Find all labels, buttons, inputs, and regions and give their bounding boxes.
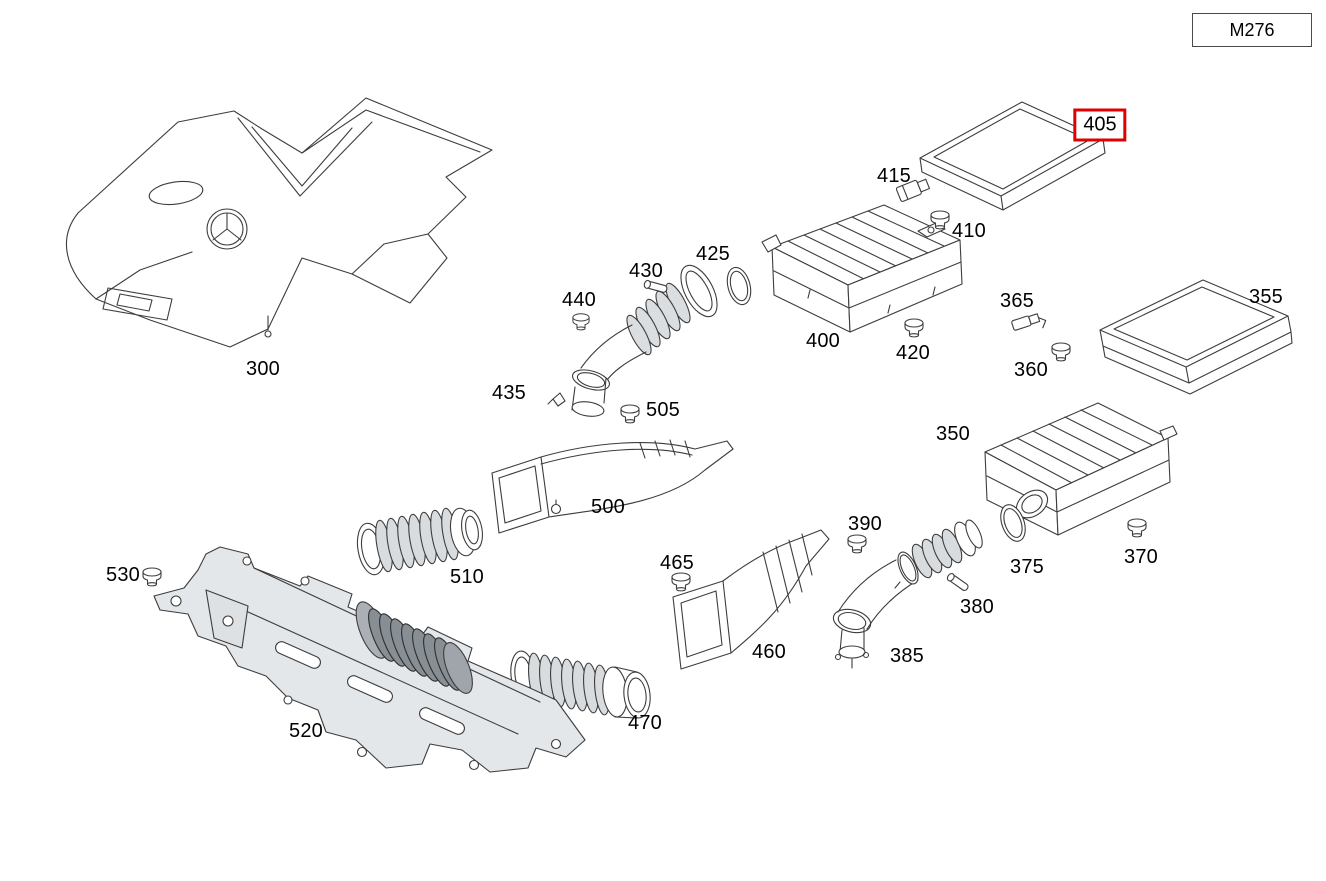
part-callout-405[interactable]: 405 xyxy=(1073,108,1127,142)
part-label-350[interactable]: 350 xyxy=(936,423,970,445)
part-label-355[interactable]: 355 xyxy=(1249,286,1283,308)
part-label-385[interactable]: 385 xyxy=(890,645,924,667)
model-code-badge: M276 xyxy=(1192,13,1312,47)
part-drawing-grommet-420[interactable] xyxy=(904,318,924,338)
part-label-500[interactable]: 500 xyxy=(591,496,625,518)
part-label-415[interactable]: 415 xyxy=(877,165,911,187)
part-label-380[interactable]: 380 xyxy=(960,596,994,618)
part-label-530[interactable]: 530 xyxy=(106,564,140,586)
part-label-470[interactable]: 470 xyxy=(628,712,662,734)
part-label-375[interactable]: 375 xyxy=(1010,556,1044,578)
part-drawing-clip-440[interactable] xyxy=(572,313,590,331)
part-drawing-grommet-530[interactable] xyxy=(142,567,162,587)
part-drawing-oring-425[interactable] xyxy=(723,265,754,307)
part-drawing-intake-pipe-385[interactable] xyxy=(831,518,986,669)
part-label-520[interactable]: 520 xyxy=(289,720,323,742)
part-drawing-grommet-390[interactable] xyxy=(847,534,867,554)
part-label-510[interactable]: 510 xyxy=(450,566,484,588)
part-drawing-air-filter-355[interactable] xyxy=(1099,279,1293,395)
part-drawing-sensor-415[interactable] xyxy=(895,176,931,202)
part-label-425[interactable]: 425 xyxy=(696,243,730,265)
part-drawing-grommet-370[interactable] xyxy=(1127,518,1147,538)
part-label-365[interactable]: 365 xyxy=(1000,290,1034,312)
part-drawing-grommet-465[interactable] xyxy=(671,572,691,592)
part-drawing-filter-housing-400[interactable] xyxy=(761,204,963,333)
part-drawing-fitting-365[interactable] xyxy=(1011,311,1047,336)
part-label-300[interactable]: 300 xyxy=(246,358,280,380)
part-drawing-carrier-520[interactable] xyxy=(153,546,586,773)
part-drawing-intake-duct-435[interactable] xyxy=(547,260,725,418)
part-label-440[interactable]: 440 xyxy=(562,289,596,311)
part-label-460[interactable]: 460 xyxy=(752,641,786,663)
part-drawing-grommet-505[interactable] xyxy=(620,404,640,424)
part-label-410[interactable]: 410 xyxy=(952,220,986,242)
part-drawing-grommet-360[interactable] xyxy=(1051,342,1071,362)
part-drawing-engine-cover-300[interactable] xyxy=(65,97,493,348)
part-drawing-air-duct-460[interactable] xyxy=(672,529,830,670)
part-label-465[interactable]: 465 xyxy=(660,552,694,574)
part-label-420[interactable]: 420 xyxy=(896,342,930,364)
part-drawing-air-duct-500[interactable] xyxy=(491,439,734,534)
part-drawing-bolt-380[interactable] xyxy=(946,572,969,592)
part-label-400[interactable]: 400 xyxy=(806,330,840,352)
part-label-370[interactable]: 370 xyxy=(1124,546,1158,568)
part-label-390[interactable]: 390 xyxy=(848,513,882,535)
part-label-405: 405 xyxy=(1083,113,1117,136)
part-drawing-bellows-510[interactable] xyxy=(354,506,486,577)
part-drawing-oring-375[interactable] xyxy=(996,501,1030,544)
part-label-435[interactable]: 435 xyxy=(492,382,526,404)
part-label-430[interactable]: 430 xyxy=(629,260,663,282)
part-drawing-bolt-430[interactable] xyxy=(643,279,668,294)
part-label-505[interactable]: 505 xyxy=(646,399,680,421)
part-drawing-filter-housing-350[interactable] xyxy=(984,402,1178,536)
part-label-360[interactable]: 360 xyxy=(1014,359,1048,381)
